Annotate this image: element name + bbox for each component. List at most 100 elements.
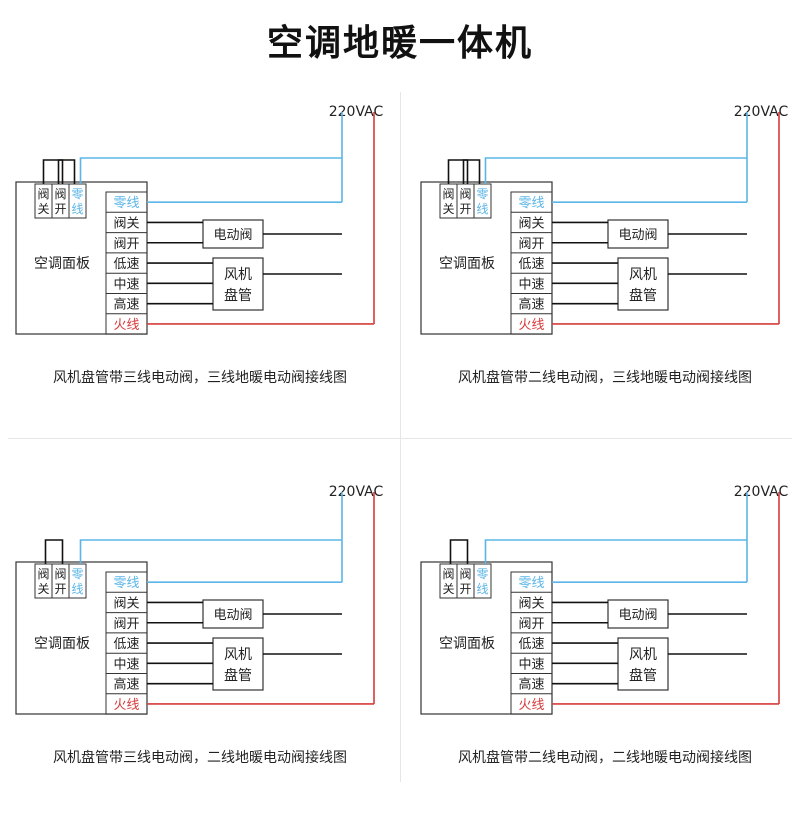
terminal-label: 阀关	[113, 596, 139, 611]
valve-box	[607, 219, 669, 249]
valve-box	[202, 219, 264, 249]
fan-coil-label-line2: 盘管	[629, 287, 657, 304]
terminal-label: 阀关	[518, 216, 544, 231]
wiring-svg: 220VAC空调面板阀关阀开零线零线阀关阀开低速中速高速火线电动阀风机盘管	[420, 104, 789, 335]
terminal-label: 低速	[113, 257, 139, 272]
top-terminal-label-char: 开	[459, 202, 471, 216]
horizontal-divider	[8, 438, 792, 439]
terminal-label: 阀关	[113, 216, 139, 231]
terminal-label: 高速	[113, 677, 139, 693]
top-terminal-label-char: 关	[442, 582, 454, 596]
diagram-caption: 风机盘管带二线电动阀，二线地暖电动阀接线图	[458, 750, 752, 766]
top-terminal-label-char: 开	[54, 202, 66, 216]
floor-neutral-jumper	[79, 157, 342, 184]
top-terminal-label-char: 关	[442, 202, 454, 216]
top-terminal-label-char: 阀	[37, 187, 49, 201]
valve-label: 电动阀	[213, 608, 252, 623]
top-terminal-label-char: 关	[37, 582, 49, 596]
supply-voltage-label: 220VAC	[734, 104, 789, 120]
terminal-label: 低速	[113, 637, 139, 652]
top-terminal-label-char: 阀	[459, 567, 471, 581]
fan-coil-label-line1: 风机	[224, 647, 252, 663]
top-terminal-label-char: 开	[459, 582, 471, 596]
panel-label: 空调面板	[34, 256, 90, 272]
fan-coil-label-line1: 风机	[629, 267, 657, 283]
fan-coil-label-line1: 风机	[629, 647, 657, 663]
supply-voltage-label: 220VAC	[329, 484, 384, 500]
top-terminal-label-char: 零	[476, 187, 488, 201]
top-terminal-label-char: 线	[71, 582, 83, 596]
top-terminal-cell	[68, 183, 87, 219]
top-terminal-label-char: 阀	[37, 567, 49, 581]
fan-coil-label-line2: 盘管	[224, 667, 252, 684]
floor-valve-open-jumper	[57, 159, 76, 184]
terminal-label: 零线	[113, 576, 139, 591]
top-terminal-label-char: 阀	[54, 187, 66, 201]
top-terminal-cell	[68, 563, 87, 599]
panel-label: 空调面板	[439, 256, 495, 272]
terminal-label: 火线	[518, 698, 544, 713]
page-title: 空调地暖一体机	[266, 23, 533, 64]
top-terminal-cell	[473, 563, 492, 599]
valve-label: 电动阀	[618, 608, 657, 623]
supply-voltage-label: 220VAC	[734, 484, 789, 500]
terminal-label: 中速	[113, 277, 139, 292]
top-terminal-label-char: 线	[476, 202, 488, 216]
panel-label: 空调面板	[439, 636, 495, 652]
top-terminal-label-char: 零	[476, 567, 488, 581]
floor-neutral-jumper	[79, 539, 342, 564]
top-terminal-label-char: 线	[476, 582, 488, 596]
top-terminal-label-char: 阀	[459, 187, 471, 201]
top-terminal-label-char: 零	[71, 187, 83, 201]
fan-coil-box	[212, 257, 264, 311]
supply-voltage-label: 220VAC	[329, 104, 384, 120]
top-terminal-label-char: 关	[37, 202, 49, 216]
valve-label: 电动阀	[618, 228, 657, 243]
diagram-caption: 风机盘管带三线电动阀，二线地暖电动阀接线图	[53, 750, 347, 766]
wiring-svg: 220VAC空调面板阀关阀开零线零线阀关阀开低速中速高速火线电动阀风机盘管	[15, 484, 384, 715]
terminal-label: 中速	[113, 657, 139, 672]
fan-coil-box	[617, 637, 669, 691]
valve-box	[202, 599, 264, 629]
terminal-label: 中速	[518, 657, 544, 672]
terminal-label: 高速	[113, 297, 139, 313]
terminal-label: 阀关	[518, 596, 544, 611]
terminal-label: 零线	[113, 196, 139, 211]
terminal-label: 低速	[518, 257, 544, 272]
floor-valve-jumper	[449, 539, 469, 564]
top-terminal-label-char: 阀	[54, 567, 66, 581]
wiring-svg: 220VAC空调面板阀关阀开零线零线阀关阀开低速中速高速火线电动阀风机盘管	[420, 484, 789, 715]
top-terminal-label-char: 零	[71, 567, 83, 581]
wiring-svg: 220VAC空调面板阀关阀开零线零线阀关阀开低速中速高速火线电动阀风机盘管	[15, 104, 384, 335]
diagram-caption: 风机盘管带二线电动阀，三线地暖电动阀接线图	[458, 370, 752, 386]
floor-neutral-jumper	[484, 157, 747, 184]
floor-neutral-jumper	[484, 539, 747, 564]
fan-coil-box	[617, 257, 669, 311]
terminal-label: 火线	[518, 318, 544, 333]
terminal-label: 火线	[113, 698, 139, 713]
terminal-label: 火线	[113, 318, 139, 333]
terminal-label: 阀开	[113, 617, 139, 632]
fan-coil-label-line2: 盘管	[224, 287, 252, 304]
terminal-label: 低速	[518, 637, 544, 652]
terminal-label: 中速	[518, 277, 544, 292]
top-terminal-label-char: 阀	[442, 567, 454, 581]
fan-coil-label-line1: 风机	[224, 267, 252, 283]
terminal-label: 零线	[518, 576, 544, 591]
vertical-divider	[400, 92, 401, 782]
top-terminal-cell	[473, 183, 492, 219]
top-terminal-label-char: 阀	[442, 187, 454, 201]
terminal-label: 高速	[518, 297, 544, 313]
terminal-label: 高速	[518, 677, 544, 693]
terminal-label: 阀开	[113, 237, 139, 252]
valve-label: 电动阀	[213, 228, 252, 243]
terminal-label: 零线	[518, 196, 544, 211]
valve-box	[607, 599, 669, 629]
terminal-label: 阀开	[518, 237, 544, 252]
floor-valve-close-jumper	[447, 159, 469, 184]
panel-label: 空调面板	[34, 636, 90, 652]
